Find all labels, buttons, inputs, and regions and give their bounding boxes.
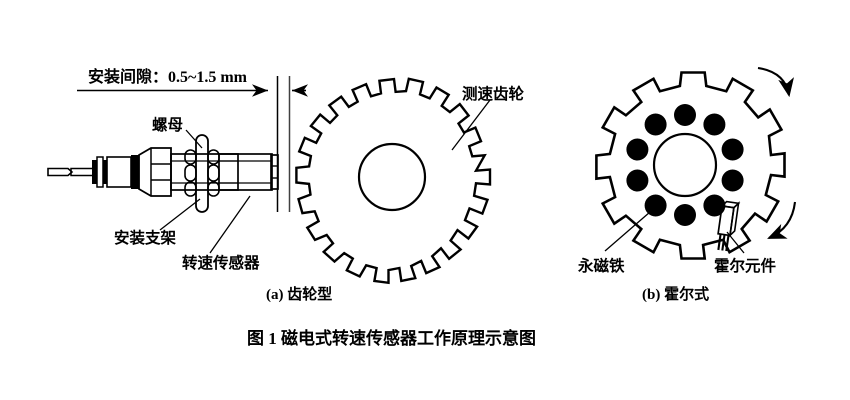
mounting-nut-right: [207, 149, 220, 197]
label-nut: 螺母: [152, 115, 183, 134]
panel-b-sublabel: (b) 霍尔式: [642, 285, 709, 303]
magnet-dot: [626, 169, 649, 192]
mounting-nut-left: [184, 149, 197, 197]
label-permanent-magnet: 永磁铁: [577, 256, 625, 275]
speed-sensor-assembly: [47, 134, 279, 213]
sensor-ring-1: [92, 160, 97, 184]
sensor-ring-3: [103, 160, 107, 184]
rotation-arrow-top: [757, 66, 794, 98]
panel-b-hall-type: 永磁铁 霍尔元件 (b) 霍尔式: [577, 66, 797, 303]
rotation-arrows: [757, 66, 797, 239]
dimension-gap-label: 安装间隙：0.5~1.5 mm: [88, 67, 248, 86]
leader-hall: [726, 231, 745, 254]
sensor-body-right: [218, 153, 273, 191]
label-sensor: 转速传感器: [182, 253, 260, 272]
sensor-hex-nut: [138, 147, 172, 197]
magnet-dot: [703, 113, 726, 136]
measuring-gear: [295, 77, 492, 285]
magnet-dot: [703, 194, 726, 217]
magnet-dot: [674, 104, 696, 126]
leader-bracket: [159, 198, 201, 231]
sensor-ring-2: [96, 156, 104, 188]
sensor-tip-cap: [270, 154, 279, 190]
panel-a-sublabel: (a) 齿轮型: [266, 285, 332, 303]
hall-gear: [595, 71, 786, 260]
magnet-dot: [626, 138, 649, 161]
sensor-shaft: [70, 167, 94, 177]
gear-hub-hatched: [357, 142, 427, 212]
label-hall-element: 霍尔元件: [714, 256, 777, 275]
label-measuring-gear: 测速齿轮: [462, 84, 525, 103]
sensor-body-left: [170, 153, 239, 191]
sensor-cable-tip: [47, 167, 74, 177]
magnet-dot: [644, 194, 667, 217]
leader-magnet: [604, 211, 651, 252]
panel-a-gear-type: 安装间隙：0.5~1.5 mm: [47, 67, 525, 303]
magnet-dot: [644, 113, 667, 136]
sensor-seal-band: [131, 155, 139, 189]
leader-gear: [451, 99, 491, 151]
magnet-dot: [721, 169, 744, 192]
leader-nut: [185, 129, 203, 149]
magnet-dot: [674, 204, 696, 226]
dimension-line: [77, 76, 308, 212]
leader-sensor: [209, 195, 251, 254]
panel-b-leaders: [604, 211, 745, 254]
panel-a-leaders: [159, 99, 491, 254]
magnet-dot: [721, 138, 744, 161]
rotation-arrow-bottom: [767, 201, 797, 239]
label-bracket: 安装支架: [114, 228, 177, 247]
permanent-magnet-ring: [626, 104, 744, 226]
hall-gear-hub-hatched: [652, 132, 718, 198]
sensor-connector-barrel: [106, 156, 132, 188]
figure-caption: 图 1 磁电式转速传感器工作原理示意图: [247, 328, 536, 348]
